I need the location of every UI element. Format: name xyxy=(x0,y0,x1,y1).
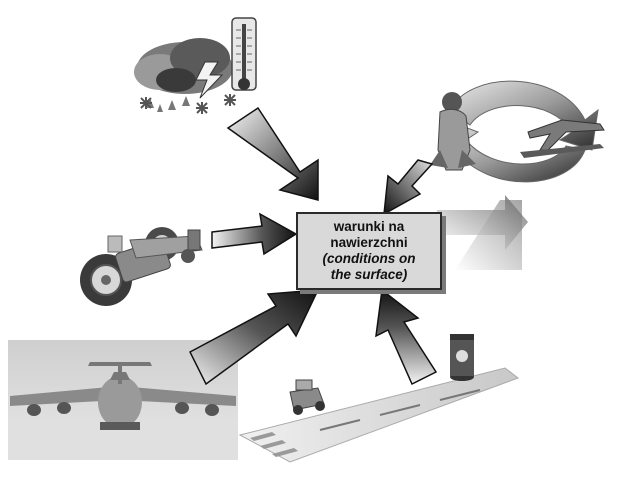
center-label-line1: warunki na xyxy=(333,219,405,234)
weather-thermometer-icon xyxy=(134,17,257,114)
arrow-from-pilot xyxy=(383,159,434,216)
center-label-line4: the surface) xyxy=(330,267,408,282)
pilot-aircraft-cycle-icon xyxy=(430,80,605,270)
arrow-from-airplane xyxy=(189,289,320,386)
arrow-from-runway xyxy=(375,288,438,386)
landing-gear-chassis-icon xyxy=(80,227,203,306)
runway-vehicle-icon xyxy=(238,334,520,463)
arrow-from-chassis xyxy=(211,212,298,256)
surface-conditions-box: warunki na nawierzchni (conditions on th… xyxy=(296,212,442,290)
center-label-line2: nawierzchni xyxy=(330,235,408,250)
center-label-line3: (conditions on xyxy=(322,251,416,266)
arrow-from-weather xyxy=(226,106,319,201)
